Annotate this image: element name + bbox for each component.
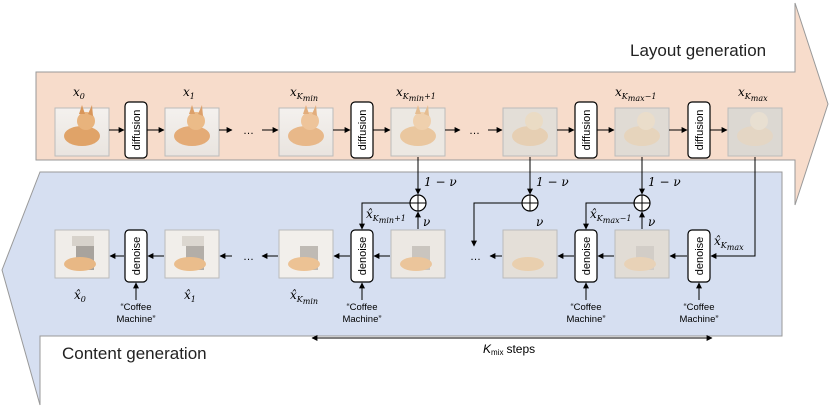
label-xhat-kmin-plus-1: x̂Kmin+1 (366, 207, 406, 225)
denoise-box-1: denoise (124, 229, 148, 283)
one-minus-nu-2: 1 − ν (536, 175, 569, 189)
svg-text:denoise: denoise (694, 237, 706, 276)
denoise-box-2: denoise (350, 229, 374, 283)
svg-text:denoise: denoise (131, 237, 143, 276)
label-xhat-kmax: x̂Kmax (714, 234, 744, 252)
ellipsis-bottom-1: … (243, 251, 254, 263)
nu-3: ν (648, 215, 655, 229)
content-title: Content generation (62, 344, 207, 363)
label-xkmin-plus-1: xKmin+1 (396, 85, 436, 103)
svg-text:diffusion: diffusion (131, 110, 143, 151)
image-xkmax-minus-1 (614, 107, 670, 157)
svg-text:“Coffee: “Coffee (347, 302, 378, 313)
image-xhat1 (164, 229, 220, 279)
nu-2: ν (536, 215, 543, 229)
diffusion-box-4: diffusion (687, 101, 711, 159)
svg-text:“Coffee: “Coffee (121, 302, 152, 313)
image-x-mid (502, 107, 558, 157)
image-xhat-mid (502, 229, 558, 279)
diffusion-box-3: diffusion (574, 101, 598, 159)
svg-text:Machine”: Machine” (116, 314, 155, 325)
label-xhat0: x̂0 (74, 288, 86, 304)
svg-text:Machine”: Machine” (679, 314, 718, 325)
diffusion-box-1: diffusion (124, 101, 148, 159)
label-xkmax: xKmax (738, 85, 768, 103)
label-xhat1: x̂1 (184, 288, 196, 304)
prompt-label-1: “Coffee Machine” (116, 302, 155, 325)
label-xhat-kmax-minus-1: x̂Kmax−1 (590, 207, 631, 225)
image-xkmax (727, 107, 783, 157)
image-xhat-kmin-plus-1 (390, 229, 446, 279)
svg-text:“Coffee: “Coffee (684, 302, 715, 313)
label-x0: x0 (73, 85, 85, 101)
mix-node-3 (633, 194, 651, 212)
content-generation-band (1, 171, 783, 406)
layout-title: Layout generation (630, 41, 766, 60)
svg-text:diffusion: diffusion (357, 110, 369, 151)
prompt-arrows (133, 282, 702, 300)
mixing-connections (359, 157, 756, 259)
image-xkmin (278, 105, 334, 157)
ellipsis-top-1: … (243, 125, 254, 137)
mix-node-2 (521, 194, 539, 212)
label-x1: x1 (183, 85, 195, 101)
image-x1 (164, 105, 220, 157)
label-xkmax-minus-1: xKmax−1 (615, 85, 656, 103)
one-minus-nu-3: 1 − ν (648, 175, 681, 189)
label-xkmin: xKmin (290, 85, 318, 103)
svg-text:“Coffee: “Coffee (571, 302, 602, 313)
label-xhat-kmin: x̂Kmin (290, 288, 318, 306)
prompt-label-3: “Coffee Machine” (566, 302, 605, 325)
ellipsis-bottom-2: … (470, 251, 481, 263)
nu-1: ν (423, 215, 430, 229)
prompt-label-4: “Coffee Machine” (679, 302, 718, 325)
mix-node-1 (409, 194, 427, 212)
ellipsis-top-2: … (469, 125, 480, 137)
one-minus-nu-1: 1 − ν (424, 175, 457, 189)
svg-text:denoise: denoise (581, 237, 593, 276)
svg-text:Machine”: Machine” (566, 314, 605, 325)
image-x0 (54, 105, 110, 157)
image-xhat-kmin (278, 229, 334, 279)
denoise-box-4: denoise (687, 229, 711, 283)
image-xhat-kmax-minus-1 (614, 229, 670, 279)
svg-text:denoise: denoise (357, 237, 369, 276)
denoise-box-3: denoise (574, 229, 598, 283)
prompt-label-2: “Coffee Machine” (342, 302, 381, 325)
diffusion-box-2: diffusion (350, 101, 374, 159)
image-xhat0 (54, 229, 110, 279)
svg-text:diffusion: diffusion (694, 110, 706, 151)
svg-text:Machine”: Machine” (342, 314, 381, 325)
svg-text:diffusion: diffusion (581, 110, 593, 151)
image-xkmin-plus-1 (390, 105, 446, 157)
